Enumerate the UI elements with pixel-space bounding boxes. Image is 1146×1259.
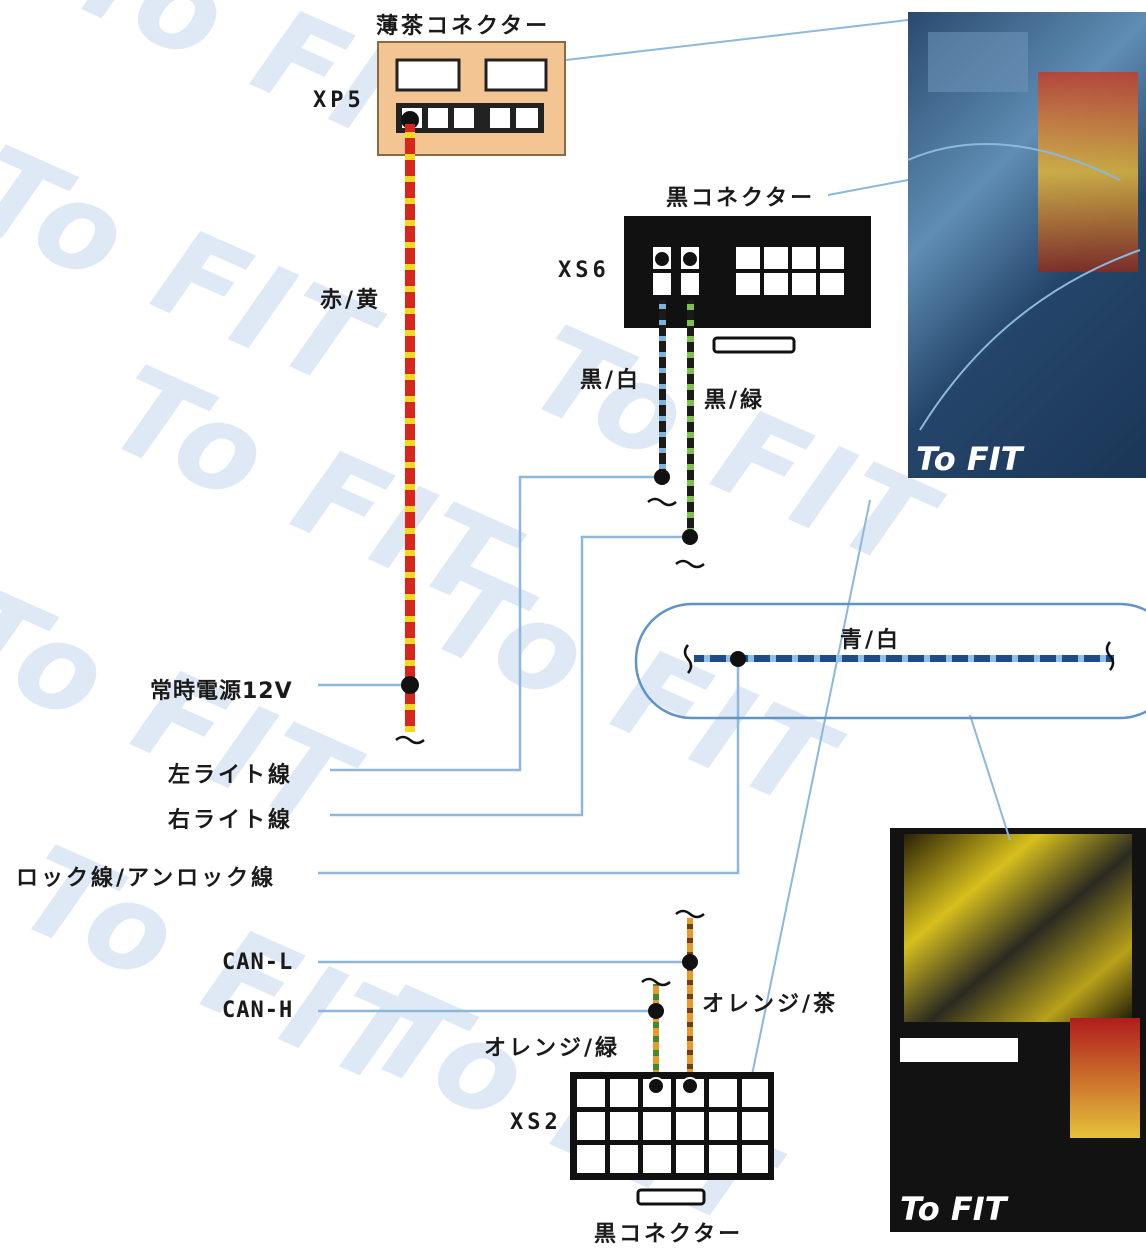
xs6-pins-right (734, 245, 846, 297)
xs2-color-label: 黒コネクター (594, 1222, 744, 1247)
photo-bottom: To FIT (890, 828, 1146, 1232)
signal-label-can-h: CAN-H (222, 998, 294, 1023)
xs2-id-label: XS2 (510, 1110, 562, 1135)
wire-cut-mark (641, 977, 671, 987)
lock-wire-capsule (634, 602, 1146, 720)
signal-label-right-light: 右ライト線 (168, 808, 294, 833)
signal-label-left-light: 左ライト線 (168, 763, 294, 788)
xp5-latch (395, 58, 461, 92)
wire-blue-white (694, 655, 1114, 662)
xs6-pin-tap (653, 250, 671, 268)
wire-cut-mark (1105, 641, 1115, 671)
white-label-strip (900, 1038, 1018, 1062)
splice-point (648, 1003, 664, 1019)
callout-lines (565, 19, 1141, 1076)
wire-label-black-white: 黒/白 (580, 368, 642, 393)
photo-top: To FIT (908, 12, 1146, 478)
wire-label-orange-green: オレンジ/緑 (484, 1036, 621, 1061)
right-light-line (330, 535, 690, 817)
xs2-pin-tap (647, 1077, 665, 1095)
wire-label-orange-brown: オレンジ/茶 (702, 992, 839, 1017)
signal-lines (318, 475, 740, 1013)
xs2-connector (570, 1072, 774, 1206)
xs2-latch (636, 1188, 706, 1206)
signal-label-lock: ロック線/アンロック線 (16, 866, 277, 891)
wire-label-black-green: 黒/緑 (704, 388, 766, 413)
wire-black-white (659, 300, 666, 470)
xs6-latch (712, 336, 796, 354)
wire-cut-mark (683, 644, 693, 674)
splice-point (682, 954, 698, 970)
xs6-pin-tap (681, 250, 699, 268)
splice-point (682, 529, 698, 545)
photo-arrow (907, 143, 1121, 181)
signal-label-can-l: CAN-L (222, 950, 294, 975)
splice-point (401, 676, 419, 694)
lock-line (318, 659, 740, 875)
xs2-pins (577, 1079, 768, 1173)
wire-red-yellow (405, 124, 415, 732)
inset-photo (904, 834, 1132, 1022)
fuse-box-graphic (1038, 72, 1138, 272)
wire-orange-brown (687, 918, 693, 1084)
wire-orange-green (653, 984, 659, 1084)
callout-xp5 (565, 19, 909, 61)
xp5-color-label: 薄茶コネクター (376, 14, 551, 39)
wire-cut-mark (675, 909, 705, 919)
xs6-color-label: 黒コネクター (666, 186, 816, 211)
xp5-latch (484, 58, 548, 92)
wire-cut-mark (675, 559, 705, 569)
wire-black-green (687, 300, 694, 530)
left-light-line (330, 475, 662, 772)
xs6-id-label: XS6 (558, 258, 610, 283)
callout-xs6 (827, 179, 909, 196)
callout-xs2 (751, 499, 871, 1076)
photo-arrow (919, 249, 1141, 431)
panel-graphic (928, 32, 1028, 92)
splice-point (654, 469, 670, 485)
xp5-id-label: XP5 (313, 88, 365, 113)
callout-lock (969, 714, 1011, 841)
photo-brand: To FIT (900, 1190, 1007, 1228)
photo-brand: To FIT (916, 440, 1023, 478)
wire-label-blue-white: 青/白 (840, 628, 902, 653)
wire-cut-mark (647, 497, 677, 507)
xs2-pin-tap (681, 1077, 699, 1095)
wire-label-red-yellow: 赤/黄 (320, 288, 382, 313)
wire-cut-mark (395, 735, 425, 745)
signal-label-power: 常時電源12V (150, 679, 293, 704)
harness-graphic (1070, 1018, 1140, 1138)
splice-point (730, 651, 746, 667)
